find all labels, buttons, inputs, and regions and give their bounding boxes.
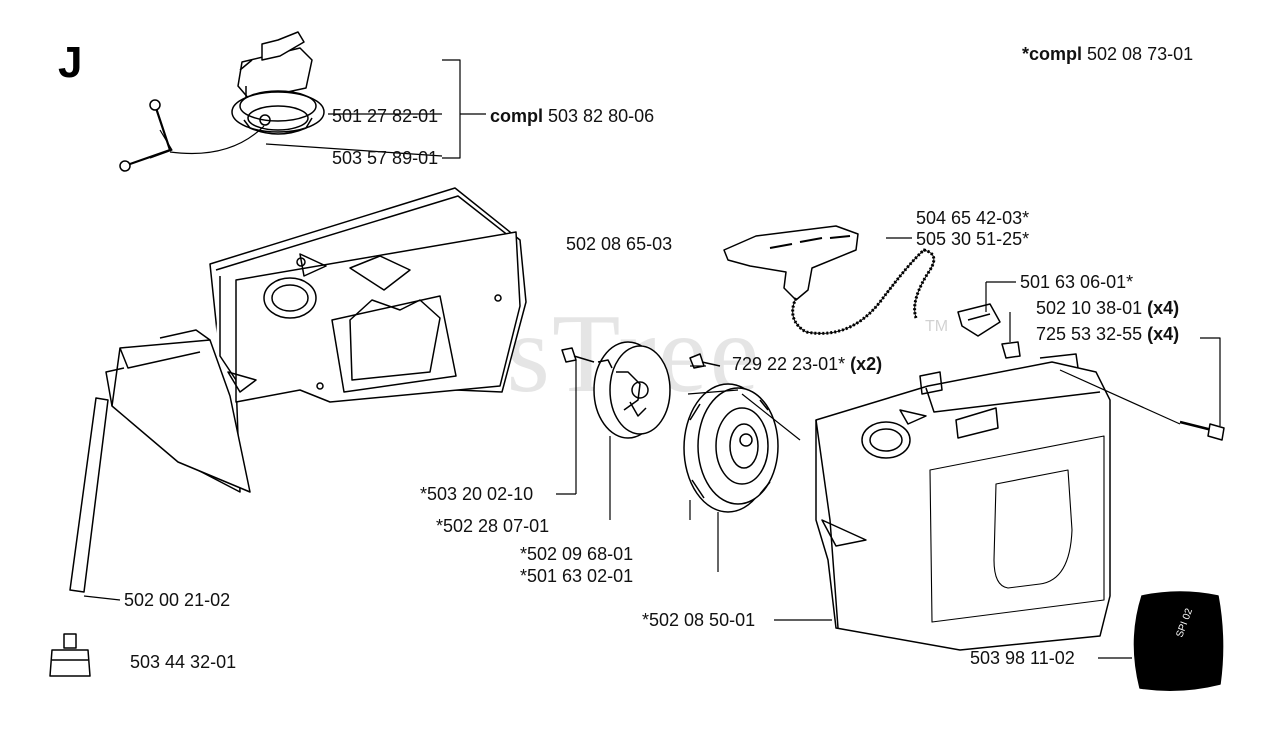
callout-screw-b: 725 53 32-55 (x4) [1036, 324, 1180, 344]
recoil-spring-illustration [683, 383, 779, 513]
callout-spring-2: *501 63 02-01 [520, 566, 634, 586]
callout-bolt: 729 22 23-01* (x2) [732, 354, 883, 374]
callout-filter: 503 44 32-01 [130, 652, 237, 672]
decal-illustration [1133, 591, 1224, 691]
callout-hose: 502 00 21-02 [124, 590, 231, 610]
fuel-filter-illustration [49, 633, 91, 677]
callout-spring-1: *502 09 68-01 [520, 544, 634, 564]
callout-starter: *502 08 50-01 [642, 610, 756, 630]
fuel-hose-illustration [69, 397, 121, 601]
grommet-illustration [957, 303, 1001, 337]
callout-handle-1: 504 65 42-03* [916, 208, 1030, 228]
callout-decal: 503 98 11-02 [970, 648, 1075, 668]
callout-screw-a: 502 10 38-01 (x4) [1036, 298, 1180, 318]
fuel-cap-illustration [119, 31, 325, 172]
callout-washer: *502 28 07-01 [436, 516, 550, 536]
section-letter: J [58, 38, 83, 87]
callout-cap-complete: compl 503 82 80-06 [490, 106, 655, 126]
tank-housing-illustration [105, 187, 527, 493]
callout-complete-set: *compl 502 08 73-01 [1022, 44, 1194, 64]
callout-cap-part: 501 27 82-01 [332, 106, 439, 126]
starter-handle-illustration [723, 225, 936, 335]
callout-center-screw: *503 20 02-10 [420, 484, 534, 504]
center-screw-illustration [561, 347, 595, 363]
callout-pulley: 502 08 65-03 [566, 234, 673, 254]
starter-pulley-illustration [593, 341, 671, 439]
long-screw-illustration [1179, 420, 1225, 441]
callout-grommet: 501 63 06-01* [1020, 272, 1134, 292]
callout-cap-strap: 503 57 89-01 [332, 148, 439, 168]
grille-illustration [929, 435, 1105, 623]
callout-handle-2: 505 30 51-25* [916, 229, 1030, 249]
leader-lines [556, 237, 1221, 659]
watermark-trademark: TM [925, 318, 949, 335]
nut-illustration [1001, 341, 1021, 359]
